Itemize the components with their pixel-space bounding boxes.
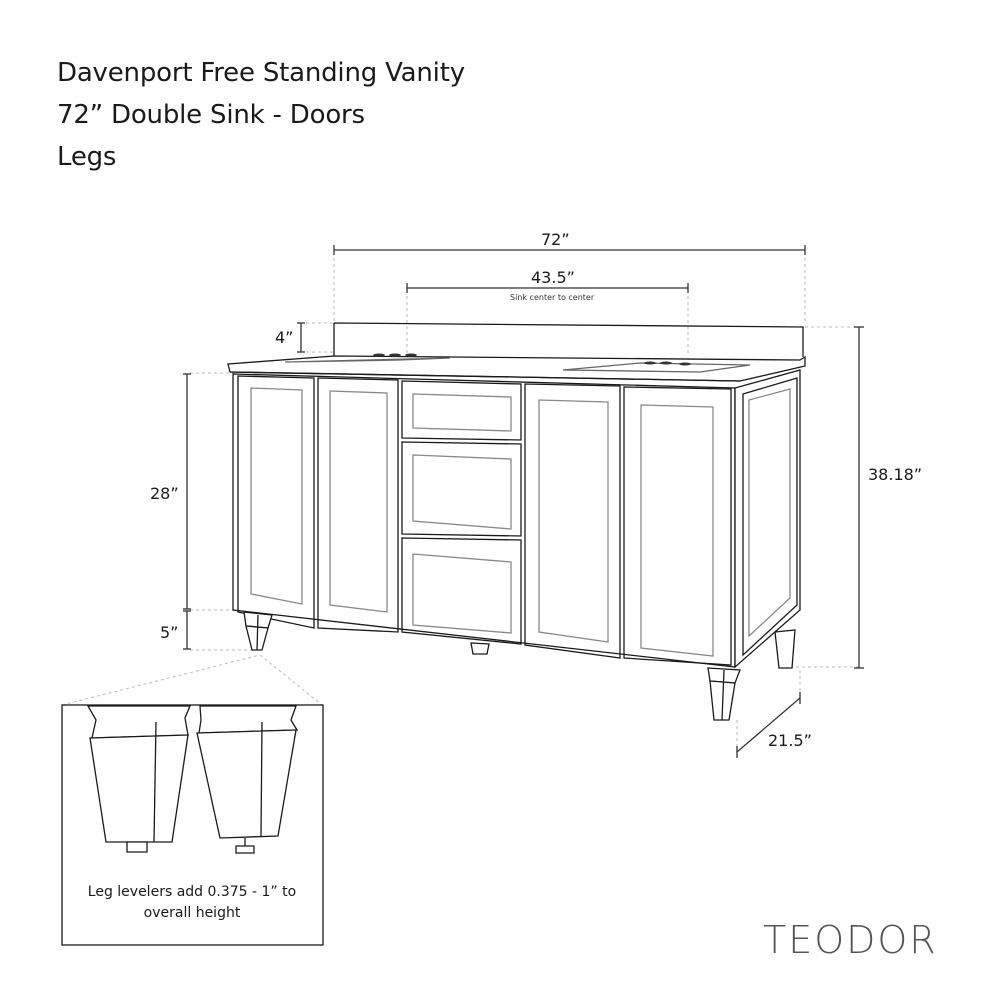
leg-detail-inset [61, 704, 324, 946]
overall-width-label: 72” [541, 230, 570, 249]
drawer-top [401, 380, 522, 441]
backsplash [333, 322, 804, 357]
drawer-middle [401, 441, 522, 537]
leg-leveler-note: Leg levelers add 0.375 - 1” to overall h… [87, 884, 297, 921]
cabinet-front [232, 373, 736, 668]
leg-height-label: 5” [160, 623, 179, 642]
sink-right [562, 362, 751, 373]
product-title: Davenport Free Standing Vanity [57, 58, 465, 88]
leg-detail-left [86, 705, 191, 853]
drawer-bottom [401, 537, 522, 645]
sink-spacing-caption: Sink center to center [510, 293, 595, 302]
brand-logo: TEODOR [763, 918, 938, 962]
dimension-lines [183, 245, 864, 758]
guide-lines [61, 252, 860, 758]
leg-front-left [243, 611, 273, 651]
door-left-2 [317, 377, 399, 633]
faucet-holes [373, 353, 691, 366]
leg-detail-right [196, 705, 299, 854]
door-right-1 [524, 383, 621, 659]
door-right-2 [623, 386, 732, 666]
title-block: Davenport Free Standing Vanity 72” Doubl… [57, 52, 465, 178]
product-base-type: Legs [57, 142, 117, 172]
sink-spacing-label: 43.5” [531, 268, 575, 287]
backsplash-height-label: 4” [275, 328, 294, 347]
sink-left [284, 357, 451, 363]
leg-middle [470, 642, 490, 655]
product-size-config: 72” Double Sink - Doors [57, 100, 365, 130]
depth-label: 21.5” [768, 731, 812, 750]
overall-height-label: 38.18” [868, 465, 923, 484]
leg-front-right [707, 667, 741, 721]
leg-back-right [774, 629, 796, 669]
door-left-1 [237, 375, 315, 629]
cabinet-height-label: 28” [150, 484, 179, 503]
cabinet-side [734, 369, 801, 669]
